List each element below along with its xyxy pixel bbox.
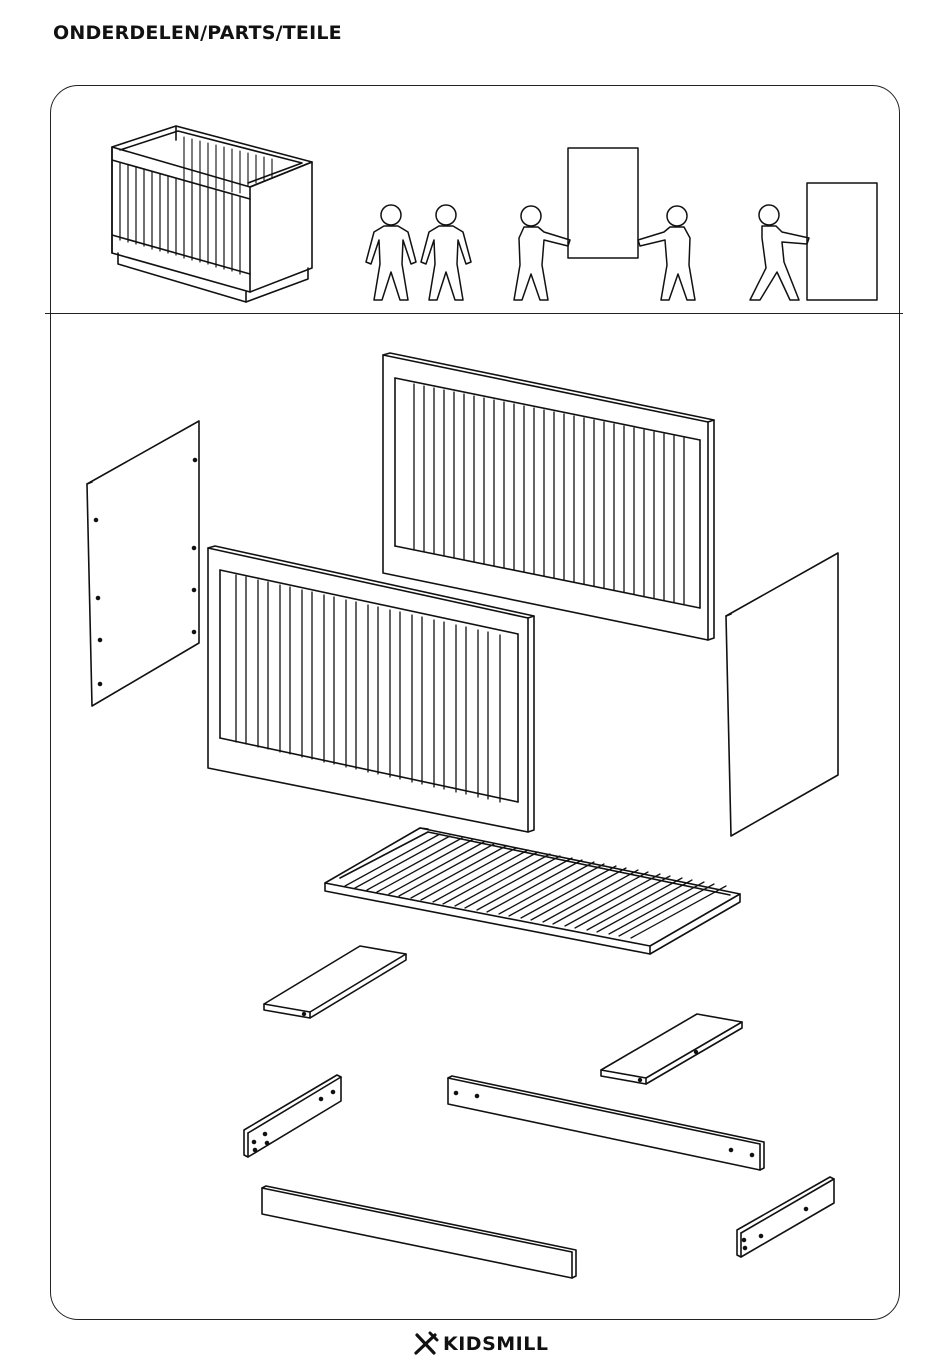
person-pushing-panel: [750, 183, 877, 300]
long-rail-front: [262, 1186, 576, 1278]
person-figure-1: [366, 205, 416, 300]
shelf-board-right: [601, 1014, 742, 1084]
end-panel-left: [87, 421, 199, 706]
short-rail-left: [244, 1075, 341, 1157]
long-slatted-side-front: [208, 546, 534, 832]
person-figure-2: [421, 205, 471, 300]
long-rail-back: [448, 1076, 764, 1170]
base-slats: [345, 834, 726, 938]
crossed-tools-icon: [413, 1331, 439, 1357]
shelf-board-left: [264, 946, 406, 1018]
slatted-base: [325, 828, 740, 954]
back-side-slats: [414, 384, 684, 604]
short-rail-right: [737, 1177, 834, 1257]
front-side-slats: [236, 575, 500, 802]
two-persons-carrying-panel: [514, 148, 695, 300]
brand-logo: KIDSMILL: [413, 1330, 548, 1358]
end-panel-right: [726, 553, 838, 836]
brand-name: KIDSMILL: [443, 1333, 548, 1355]
assembled-crib-illustration: [112, 126, 312, 302]
